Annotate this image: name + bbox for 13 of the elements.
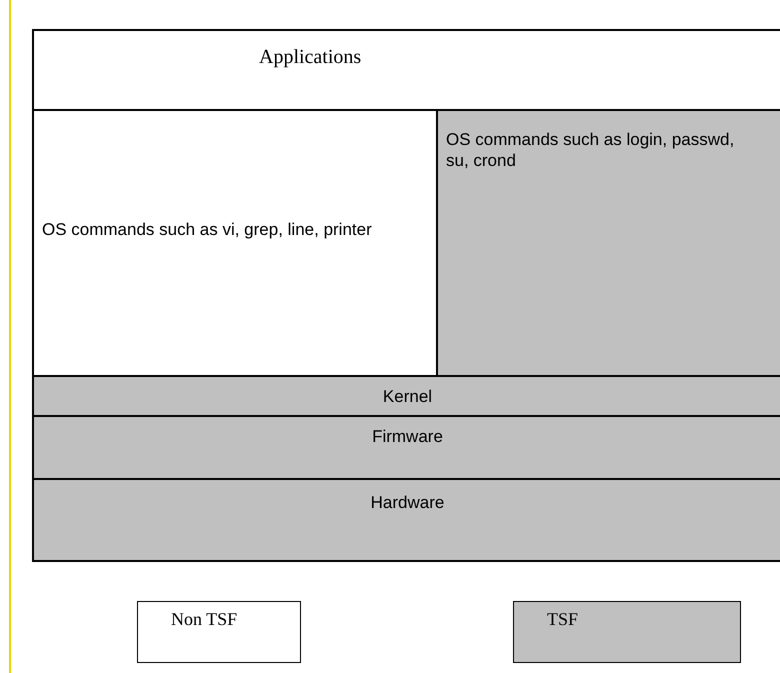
layer-label: OS commands such as vi, grep, line, printer <box>42 219 372 240</box>
layer-label: Applications <box>259 47 362 68</box>
layer-box <box>33 110 437 376</box>
layer-box <box>33 376 780 416</box>
layer-label: Hardware <box>370 492 446 513</box>
layer-label: OS commands such as login, passwd, su, crond <box>446 129 736 171</box>
layer-box <box>33 416 780 479</box>
legend-label: TSF <box>547 609 578 630</box>
layer-label: Kernel <box>382 386 434 407</box>
layer-box <box>33 479 780 561</box>
layer-box <box>437 110 780 376</box>
layer-label: Firmware <box>371 426 444 447</box>
legend-label: Non TSF <box>171 609 238 630</box>
